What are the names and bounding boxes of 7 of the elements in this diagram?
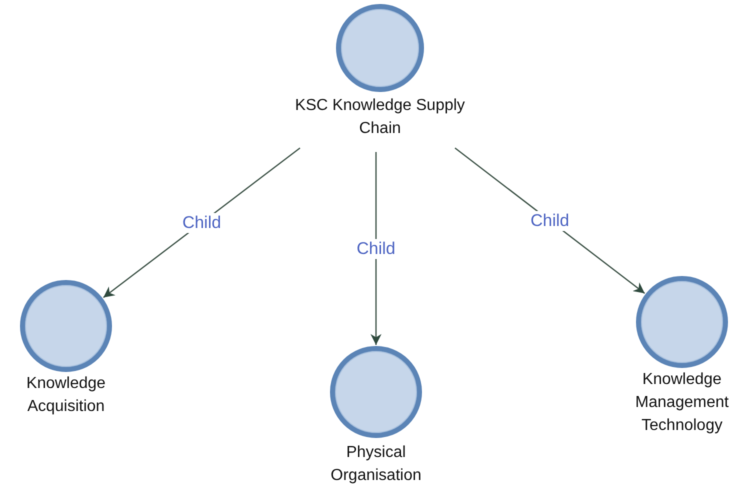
node-label: Physical Organisation xyxy=(330,443,422,486)
edge-label: Child xyxy=(528,210,572,231)
node-label: Knowledge Acquisition xyxy=(25,374,107,417)
edge-label: Child xyxy=(354,238,398,258)
node-label: Knowledge Management Technology xyxy=(634,370,730,436)
node-label: KSC Knowledge Supply Chain xyxy=(294,96,466,139)
arrow xyxy=(370,152,382,345)
